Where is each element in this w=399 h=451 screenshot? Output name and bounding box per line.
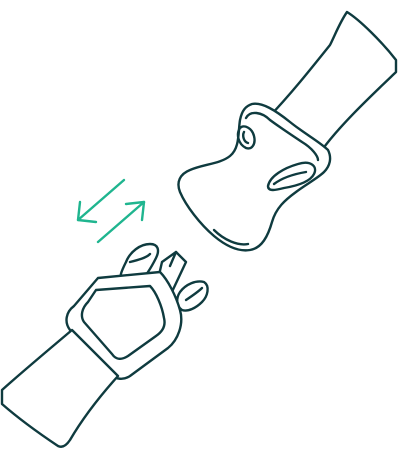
buckle-female-receiver-icon: [177, 102, 332, 252]
arrow-down-left: [76, 178, 126, 222]
arrow-up-right: [96, 200, 146, 244]
lower-strap: [0, 328, 120, 448]
swap-arrows-icon: [76, 178, 146, 244]
buckle-male-clip-icon: [65, 242, 209, 380]
